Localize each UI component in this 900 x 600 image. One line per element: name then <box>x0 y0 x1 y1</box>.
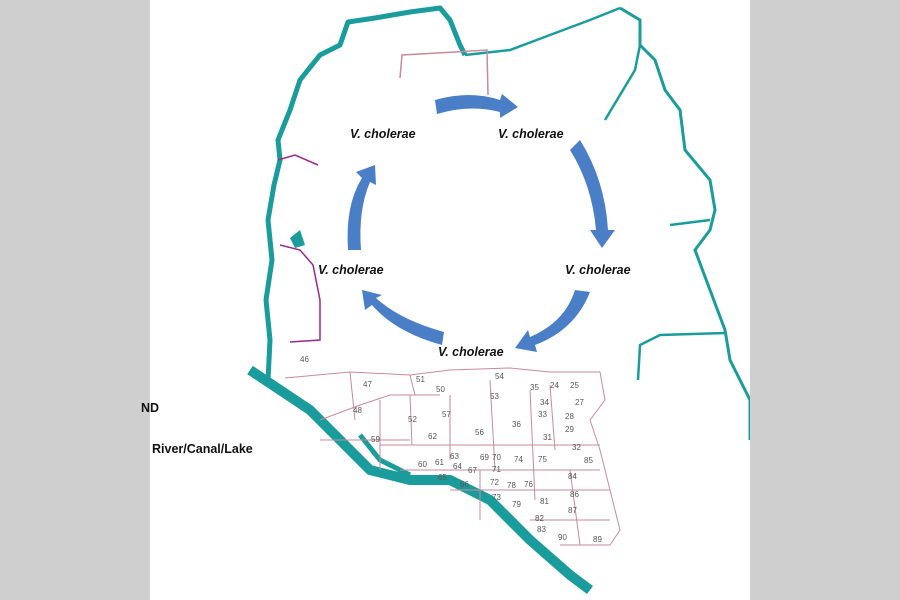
ward-number: 67 <box>468 466 477 475</box>
ward-number: 31 <box>543 433 552 442</box>
ward-number: 33 <box>538 410 547 419</box>
ward-number: 78 <box>507 481 516 490</box>
cycle-label-bottom: V. cholerae <box>438 345 504 359</box>
ward-number: 89 <box>593 535 602 544</box>
ward-number: 65 <box>438 473 447 482</box>
boundary-north <box>399 49 489 96</box>
ward-number: 76 <box>524 480 533 489</box>
river-southwest <box>247 365 593 594</box>
river-east-branch-1 <box>603 44 642 121</box>
ward-number: 27 <box>575 398 584 407</box>
ward-number: 60 <box>418 460 427 469</box>
ward-number: 53 <box>490 392 499 401</box>
ward-number: 52 <box>408 415 417 424</box>
ward-number: 24 <box>550 381 559 390</box>
ward-number: 59 <box>371 435 380 444</box>
ward-number: 36 <box>512 420 521 429</box>
ward-boundaries <box>284 367 621 546</box>
ward-number: 48 <box>353 406 362 415</box>
map-outline <box>247 5 750 594</box>
figure-panel: V. cholerae V. cholerae V. cholerae V. c… <box>150 0 750 600</box>
ward-number: 28 <box>565 412 574 421</box>
legend-item-nd: ND <box>141 401 160 415</box>
ward-number: 35 <box>530 383 539 392</box>
ward-number: 32 <box>572 443 581 452</box>
ward-number: 69 <box>480 453 489 462</box>
arrow-top <box>435 94 518 118</box>
ward-number: 71 <box>492 465 501 474</box>
arrow-left <box>347 165 376 250</box>
ward-number: 85 <box>584 456 593 465</box>
cycle-label-left: V. cholerae <box>318 263 384 277</box>
ward-number: 74 <box>514 455 523 464</box>
ward-number: 50 <box>436 385 445 394</box>
ward-number: 86 <box>570 490 579 499</box>
ward-number: 90 <box>558 533 567 542</box>
ward-number: 46 <box>300 355 309 364</box>
ward-number: 56 <box>475 428 484 437</box>
district-boundary <box>277 154 319 166</box>
arrow-right <box>515 290 590 352</box>
river-island <box>290 230 305 248</box>
ward-number: 66 <box>460 480 469 489</box>
river-east <box>619 6 750 440</box>
ward-number: 29 <box>565 425 574 434</box>
river-east-branch-2 <box>669 218 711 227</box>
ward-number: 82 <box>535 514 544 523</box>
arrow-top-right <box>570 140 615 248</box>
ward-number: 70 <box>492 453 501 462</box>
ward-number: 64 <box>453 462 462 471</box>
ward-number: 84 <box>568 472 577 481</box>
ward-number: 34 <box>540 398 549 407</box>
ward-number: 61 <box>435 458 444 467</box>
ward-number: 83 <box>537 525 546 534</box>
legend-item-river: River/Canal/Lake <box>152 442 253 456</box>
ward-number: 72 <box>490 478 499 487</box>
ward-number: 63 <box>450 452 459 461</box>
ward-number: 62 <box>428 432 437 441</box>
cycle-label-top-right: V. cholerae <box>498 127 564 141</box>
ward-number: 57 <box>442 410 451 419</box>
ward-number: 87 <box>568 506 577 515</box>
ward-number: 25 <box>570 381 579 390</box>
district-boundary-2 <box>279 244 321 343</box>
cycle-label-top-left: V. cholerae <box>350 127 416 141</box>
ward-number: 51 <box>416 375 425 384</box>
ward-number: 79 <box>512 500 521 509</box>
ward-number: 75 <box>538 455 547 464</box>
cycle-arrows <box>347 94 615 352</box>
arrow-bottom <box>362 290 444 345</box>
river-east-branch-3 <box>636 331 726 381</box>
cycle-label-right: V. cholerae <box>565 263 631 277</box>
ward-number: 81 <box>540 497 549 506</box>
ward-number: 54 <box>495 372 504 381</box>
river-northwest <box>263 5 468 381</box>
ward-number: 47 <box>363 380 372 389</box>
river-north <box>464 6 621 57</box>
ward-number: 73 <box>492 493 501 502</box>
